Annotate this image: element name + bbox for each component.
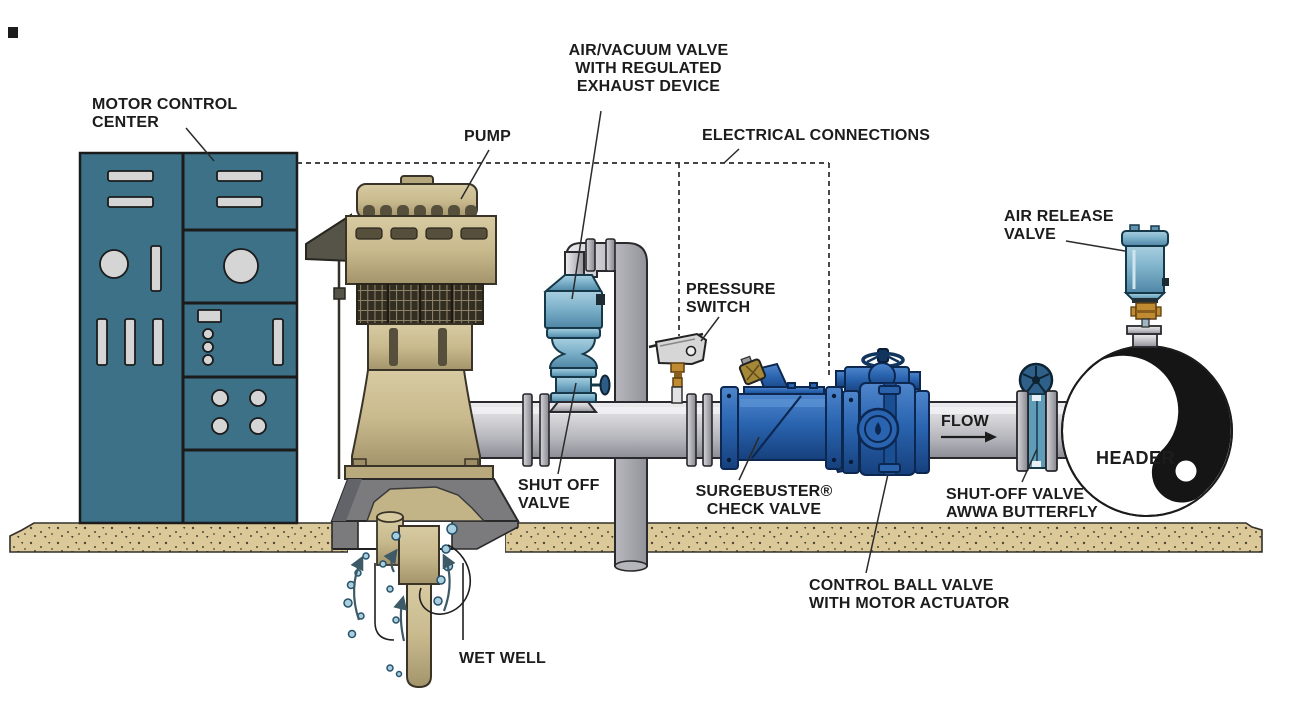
column-pipe xyxy=(406,583,432,689)
elbow-flange xyxy=(605,238,616,272)
flow-arrow xyxy=(941,431,997,443)
leader-pump xyxy=(460,149,490,200)
label-pressure-switch: PRESSURE SWITCH xyxy=(686,281,776,316)
riser-pipe xyxy=(565,238,648,572)
butterfly-valve xyxy=(1016,362,1058,472)
label-header: HEADER xyxy=(1096,448,1176,468)
air-release-valve xyxy=(1121,224,1169,328)
pump-bell xyxy=(351,369,481,467)
cabinet-vents xyxy=(96,170,284,435)
bubbles xyxy=(343,523,458,678)
arv-canister xyxy=(1125,245,1165,294)
pump-motor-band xyxy=(345,215,497,285)
pipe-flange xyxy=(539,393,550,467)
pipe-flange xyxy=(686,393,697,467)
arv-lid xyxy=(1121,230,1169,247)
leader-air-vacuum xyxy=(571,110,602,300)
valve-flange xyxy=(825,386,843,470)
header-yin-yang xyxy=(1086,345,1231,503)
label-wet-well: WET WELL xyxy=(459,650,546,667)
leader-mcc xyxy=(185,127,215,162)
pedestal-shade xyxy=(332,479,362,521)
leader-pressure-switch xyxy=(700,316,720,342)
label-surgebuster: SURGEBUSTER® CHECK VALVE xyxy=(695,483,833,518)
pump-base-plate xyxy=(344,465,494,480)
air-vacuum-valve xyxy=(543,251,611,413)
label-shut-off-valve: SHUT OFF VALVE xyxy=(518,477,600,512)
leader-lines xyxy=(185,110,1126,574)
header-stub xyxy=(1132,333,1158,348)
label-flow: FLOW xyxy=(941,413,989,430)
pipe-flange xyxy=(702,393,713,467)
wet-well-internals xyxy=(343,511,471,689)
elbow-flange xyxy=(585,238,596,272)
label-shut-off-awwa: SHUT-OFF VALVE AWWA BUTTERFLY xyxy=(946,486,1098,521)
control-ball-valve xyxy=(835,348,930,476)
flow-up-arrows xyxy=(350,548,456,642)
conduit-bracket xyxy=(305,213,352,263)
leader-air-release xyxy=(1065,240,1126,252)
leader-ball-valve xyxy=(865,473,889,574)
valve-flange xyxy=(720,386,739,470)
column-coupling xyxy=(398,525,440,585)
label-electrical-connections: ELECTRICAL CONNECTIONS xyxy=(702,127,931,144)
valve-flange xyxy=(1016,390,1029,472)
well-wall-left xyxy=(331,520,359,550)
pressure-switch xyxy=(648,332,708,404)
pipe-flange xyxy=(522,393,533,467)
pump-column-section xyxy=(367,323,473,371)
valve-flange xyxy=(1045,390,1058,472)
label-air-release-valve: AIR RELEASE VALVE xyxy=(1004,208,1114,243)
pump-vent-slots xyxy=(355,227,488,240)
leader-shut-off xyxy=(557,382,577,475)
leader-surgebuster xyxy=(738,436,760,481)
pump-scallops xyxy=(363,205,477,218)
label-pump: PUMP xyxy=(464,128,512,145)
motor-control-center-cabinet xyxy=(78,151,299,525)
ground xyxy=(9,522,1263,553)
header-tank xyxy=(1061,325,1233,517)
leader-awwa xyxy=(1021,448,1038,483)
label-air-vacuum-valve: AIR/VACUUM VALVE WITH REGULATED EXHAUST … xyxy=(568,42,729,95)
electrical-connections-dashed xyxy=(297,162,830,379)
crop-artifact xyxy=(8,27,18,38)
valve-flange xyxy=(914,390,930,474)
clapper-arm xyxy=(738,355,790,395)
leader-electrical xyxy=(723,148,740,164)
label-motor-control-center: MOTOR CONTROL CENTER xyxy=(92,96,238,131)
pump xyxy=(305,175,520,522)
label-control-ball-valve: CONTROL BALL VALVE WITH MOTOR ACTUATOR xyxy=(809,577,1010,612)
water-lines xyxy=(374,544,471,641)
